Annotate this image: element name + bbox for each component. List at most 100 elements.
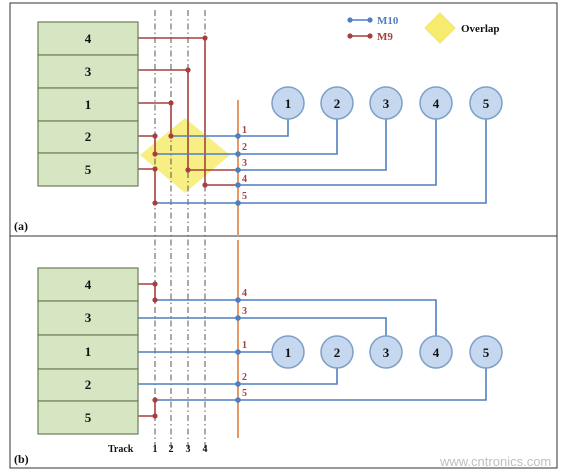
b-net-2-m10 <box>138 368 338 385</box>
a-block-label: 4 <box>85 31 92 46</box>
track-axis-label: Track <box>108 444 134 455</box>
panel-b-label: (b) <box>14 452 29 466</box>
b-node-label: 1 <box>285 345 292 360</box>
b-net-label: 2 <box>242 372 247 383</box>
legend-m10-label: M10 <box>377 15 399 27</box>
a-via <box>202 182 208 188</box>
panel-a-m10-wires <box>155 118 487 204</box>
b-node <box>419 335 453 369</box>
panel-a-net-labels: 1 2 3 4 5 <box>242 125 247 202</box>
panel-b-m10-wires <box>138 299 487 401</box>
watermark: www.cntronics.com <box>439 454 551 469</box>
a-pin <box>235 167 241 173</box>
b-node-label: 3 <box>383 345 390 360</box>
legend-overlap-diamond <box>424 12 456 44</box>
a-net-1-m10 <box>171 118 289 137</box>
a-net-3-m9 <box>138 69 238 171</box>
a-node <box>469 86 503 120</box>
a-block-label: 3 <box>85 64 92 79</box>
panel-a-nodes: 1 2 3 4 5 <box>271 86 503 120</box>
panel-a-blocks: 4 3 1 2 5 <box>37 21 139 187</box>
a-pin <box>235 151 241 157</box>
a-net-5-m9 <box>138 168 156 203</box>
b-node-label: 4 <box>433 345 440 360</box>
legend-m9-label: M9 <box>377 31 393 43</box>
a-block <box>37 54 139 89</box>
a-via <box>185 67 191 73</box>
a-net-4-m9 <box>138 37 238 186</box>
legend-m10-dot-right <box>367 17 373 23</box>
b-net-5-m9 <box>138 400 156 417</box>
b-pin <box>235 349 241 355</box>
b-node-label: 2 <box>334 345 341 360</box>
b-block-label: 2 <box>85 377 92 392</box>
a-block-label: 1 <box>85 97 92 112</box>
track-tick: 2 <box>169 444 174 455</box>
a-net-label: 5 <box>242 191 247 202</box>
b-block-label: 3 <box>85 310 92 325</box>
a-via <box>168 100 174 106</box>
a-block <box>37 152 139 187</box>
a-node-label: 3 <box>383 96 390 111</box>
a-node-label: 5 <box>483 96 490 111</box>
a-node <box>320 86 354 120</box>
panel-a-vias <box>152 35 241 206</box>
a-via <box>152 166 158 172</box>
b-block-label: 4 <box>85 277 92 292</box>
track-tick: 1 <box>153 444 158 455</box>
b-net-4-m9 <box>138 283 156 300</box>
a-block-label: 2 <box>85 129 92 144</box>
b-pin <box>235 397 241 403</box>
b-block-label: 5 <box>85 410 92 425</box>
a-net-label: 1 <box>242 125 247 136</box>
panel-b-net-labels: 4 3 1 2 5 <box>242 288 247 399</box>
b-block <box>37 267 139 302</box>
a-node-label: 1 <box>285 96 292 111</box>
panel-a-label: (a) <box>14 219 28 233</box>
a-net-label: 3 <box>242 158 247 169</box>
a-node <box>271 86 305 120</box>
panel-b-m9-wires <box>138 283 156 417</box>
b-block <box>37 300 139 336</box>
panel-b-nodes: 1 2 3 4 5 <box>271 335 503 369</box>
panel-b-vias <box>152 281 241 419</box>
b-net-3-m10 <box>138 317 387 336</box>
b-node <box>320 335 354 369</box>
track-tick: 3 <box>186 444 191 455</box>
legend: M10 M9 Overlap <box>347 12 500 44</box>
b-net-label: 4 <box>242 288 247 299</box>
a-via <box>202 35 208 41</box>
b-block <box>37 368 139 402</box>
legend-overlap-label: Overlap <box>461 23 500 35</box>
b-via <box>152 281 158 287</box>
b-net-label: 3 <box>242 306 247 317</box>
a-via <box>168 133 174 139</box>
b-net-4-m10 <box>155 299 437 336</box>
a-net-label: 4 <box>242 174 247 185</box>
a-node-label: 2 <box>334 96 341 111</box>
b-via <box>152 397 158 403</box>
b-pin <box>235 381 241 387</box>
a-via <box>152 151 158 157</box>
panel-b-blocks: 4 3 1 2 5 <box>37 267 139 435</box>
a-block-label: 5 <box>85 162 92 177</box>
track-tick: 4 <box>203 444 208 455</box>
legend-m10-dot-left <box>347 17 353 23</box>
a-node <box>369 86 403 120</box>
a-via <box>185 167 191 173</box>
b-node-label: 5 <box>483 345 490 360</box>
b-pin <box>235 315 241 321</box>
b-node <box>469 335 503 369</box>
legend-m9-dot-left <box>347 33 353 39</box>
b-net-5-m10 <box>155 368 487 401</box>
a-pin <box>235 182 241 188</box>
b-node <box>271 335 305 369</box>
a-block <box>37 21 139 56</box>
a-via <box>152 133 158 139</box>
a-node <box>419 86 453 120</box>
b-via <box>152 413 158 419</box>
a-pin <box>235 133 241 139</box>
b-via <box>152 297 158 303</box>
track-axis: Track 1 2 3 4 <box>108 444 208 455</box>
